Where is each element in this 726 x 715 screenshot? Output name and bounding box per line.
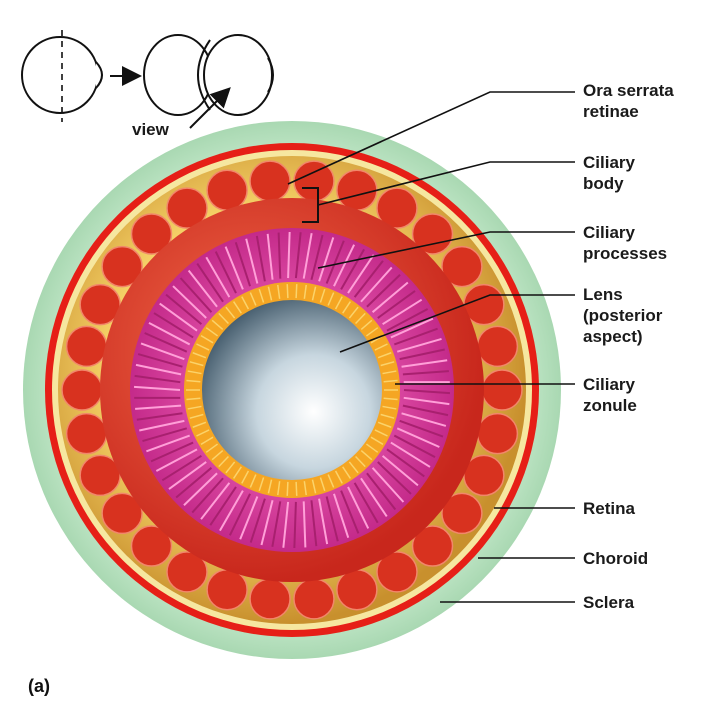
ora-serrata-scallop [337,170,377,210]
label-retina: Retina [583,498,635,519]
label-line: Ora serrata [583,80,674,101]
label-line: body [583,173,635,194]
ora-serrata-scallop [250,579,290,619]
label-choroid: Choroid [583,548,648,569]
ora-serrata-scallop [67,326,107,366]
label-lens: Lens (posterior aspect) [583,284,662,347]
ora-serrata-scallop [207,170,247,210]
label-line: retinae [583,101,674,122]
label-line: Ciliary [583,152,635,173]
ora-serrata-scallop [294,579,334,619]
label-line: Retina [583,498,635,519]
label-ciliary-zonule: Ciliary zonule [583,374,637,416]
ora-serrata-scallop [477,414,517,454]
ciliary-zonule-fiber [287,284,288,298]
ora-serrata-scallop [337,570,377,610]
label-line: Ciliary [583,222,667,243]
ora-serrata-scallop [294,161,334,201]
label-line: Ciliary [583,374,637,395]
ciliary-zonule-fiber [287,482,288,496]
view-label: view [132,120,169,140]
inset-half-eye-back [144,35,212,115]
label-line: processes [583,243,667,264]
ciliary-zonule-fiber [296,284,297,298]
label-sclera: Sclera [583,592,634,613]
label-line: Lens [583,284,662,305]
label-line: (posterior [583,305,662,326]
ora-serrata-scallop [482,370,522,410]
ora-serrata-scallop [207,570,247,610]
label-ciliary-processes: Ciliary processes [583,222,667,264]
lens [202,300,382,480]
label-ciliary-body: Ciliary body [583,152,635,194]
panel-label: (a) [28,676,50,697]
inset-cornea [96,62,102,88]
label-line: aspect) [583,326,662,347]
label-line: Choroid [583,548,648,569]
ciliary-zonule-fiber [296,482,297,496]
inset-whole-eye [22,37,98,113]
ora-serrata-scallop [62,370,102,410]
label-line: Sclera [583,592,634,613]
label-line: zonule [583,395,637,416]
ora-serrata-scallop [250,161,290,201]
ora-serrata-scallop [67,414,107,454]
view-orientation-inset [22,30,273,128]
ora-serrata-scallop [477,326,517,366]
label-ora-serrata-retinae: Ora serrata retinae [583,80,674,122]
